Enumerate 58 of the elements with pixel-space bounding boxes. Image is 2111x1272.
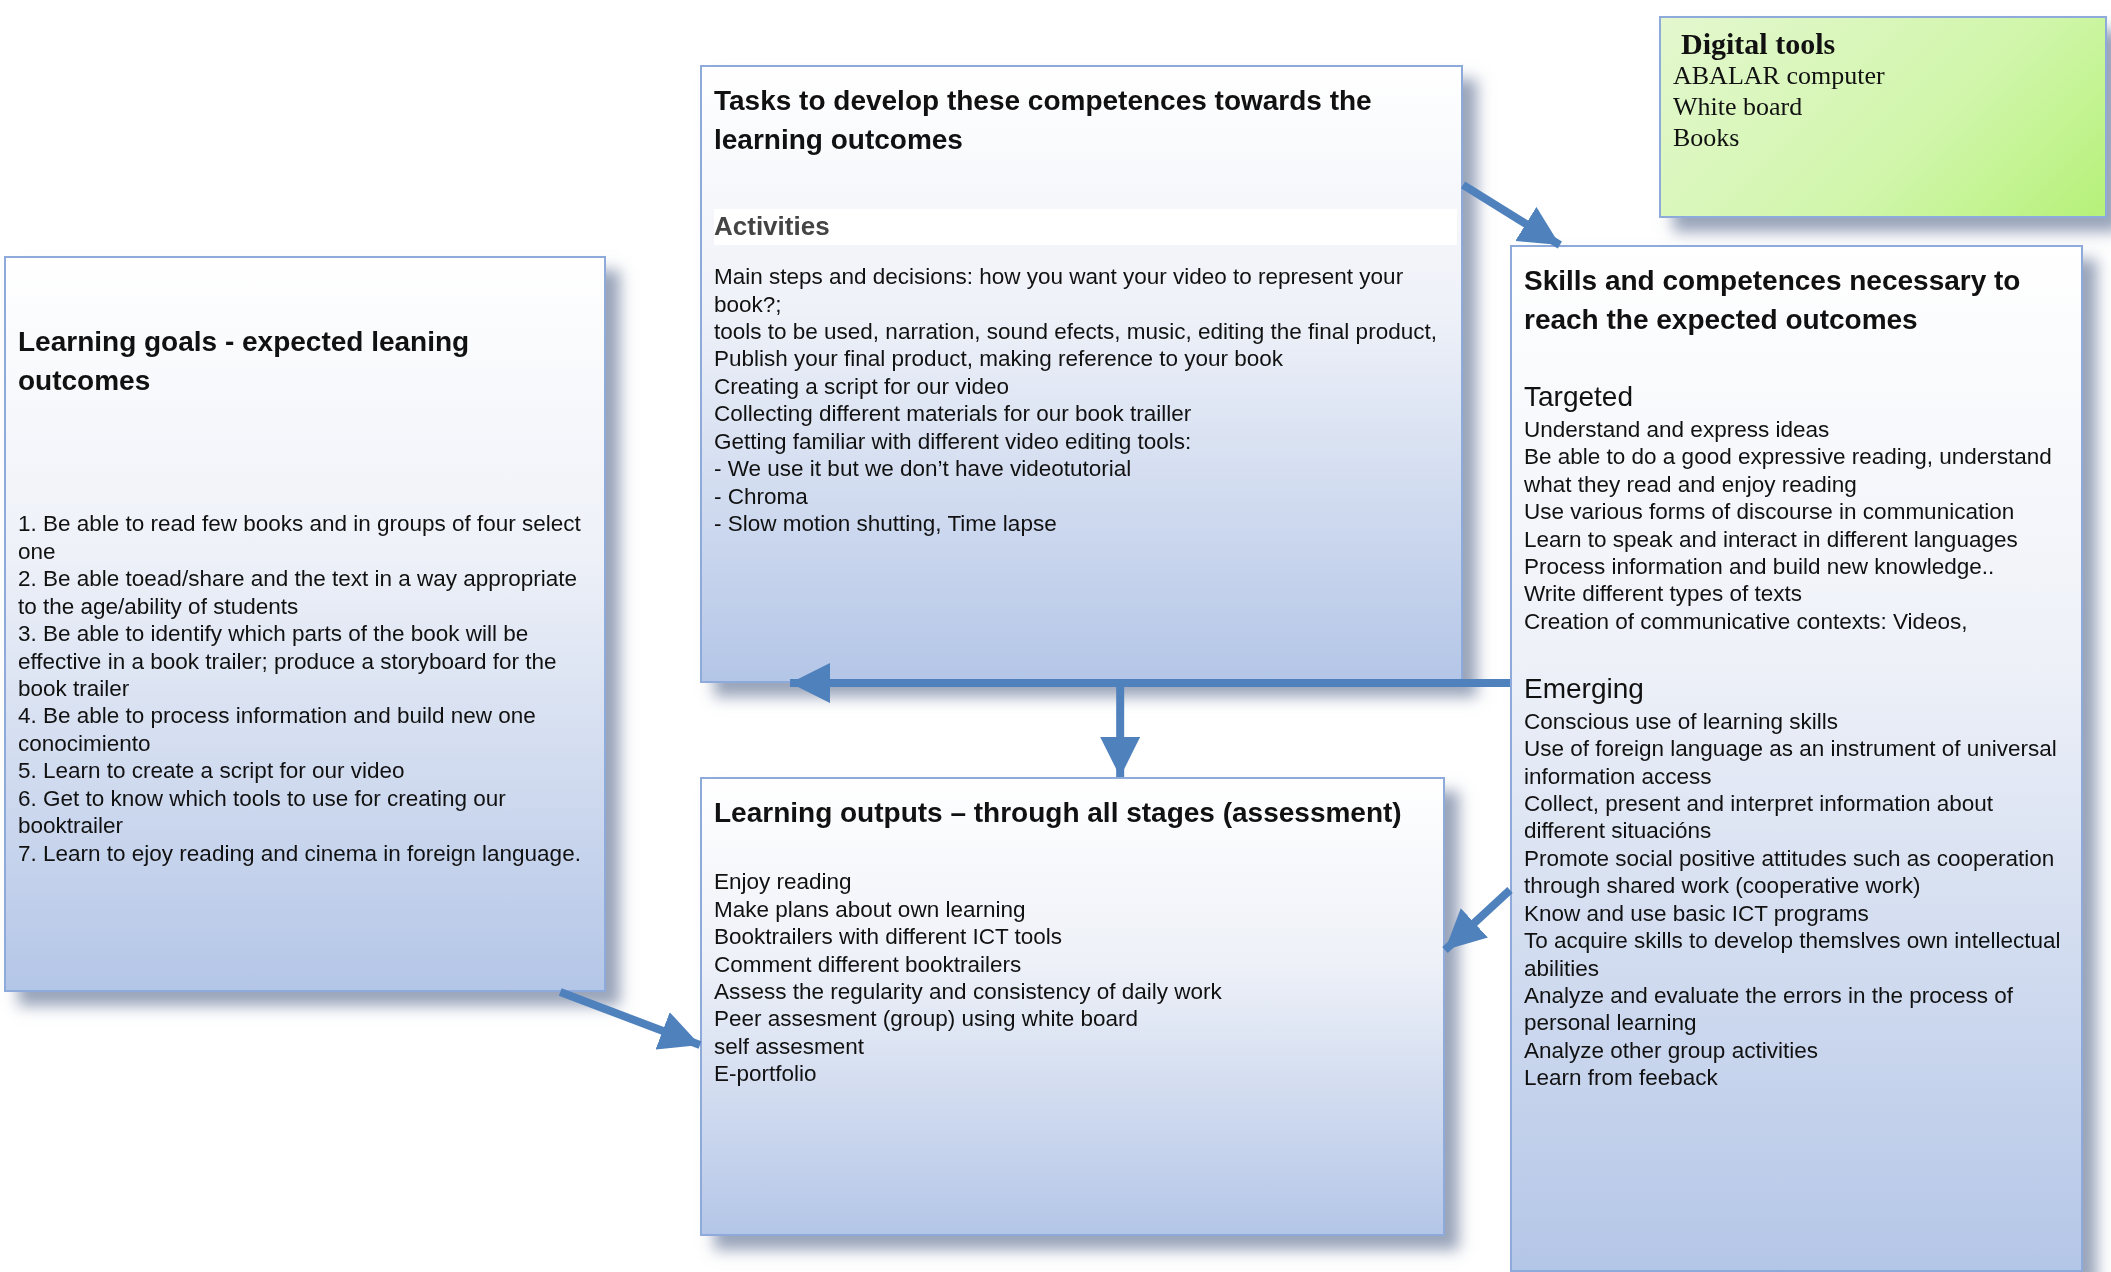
list-item: 5. Learn to create a script for our video — [18, 757, 406, 785]
list-item: 1. Be able to read few books and in groups of four select one — [18, 510, 582, 566]
list-item: 6. Get to know which tools to use for creating our booktrailer — [18, 784, 507, 840]
list-item: Write different types of texts — [1524, 580, 1804, 608]
subheading: Emerging — [1524, 672, 1645, 707]
list-item: Make plans about own learning — [714, 895, 1027, 924]
section-heading: Activities — [714, 209, 1457, 246]
list-item: - Slow motion shutting, Time lapse — [714, 510, 1058, 538]
list-item: To acquire skills to develop themslves own intellectual abilities — [1524, 927, 2062, 983]
list-item: Enjoy reading — [714, 868, 853, 896]
list-item: Creation of communicative contexts: Videos, — [1524, 607, 1969, 636]
list-item: self assesment — [714, 1032, 866, 1061]
list-item: ABALAR computer — [1673, 61, 1886, 93]
list-item: Use of foreign language as an instrument of universal information access — [1524, 735, 2058, 790]
text-box — [1659, 16, 2107, 218]
list-item: - Chroma — [714, 482, 809, 511]
list-item: Use various forms of discourse in communication — [1524, 498, 2016, 526]
heading: Learning outputs – through all stages (assessment) — [714, 796, 1403, 830]
list-item: Comment different booktrailers — [714, 950, 1023, 978]
list-item: Collect, present and interpret information about different situacións — [1524, 789, 1995, 845]
list-item: Analyze other group activities — [1524, 1036, 1819, 1065]
arrow — [558, 988, 702, 1050]
list-item: 3. Be able to identify which parts of the book will be effective in a book trailer; produce a storyboard for the book trailer — [18, 620, 558, 703]
list-item: Be able to do a good expressive reading, understand what they read and enjoy reading — [1524, 443, 2053, 499]
list-item: Conscious use of learning skills — [1524, 707, 1839, 736]
text-box — [1510, 245, 2083, 1272]
list-item: Books — [1673, 122, 1741, 154]
list-item: - We use it but we don’t have videotutorial — [714, 455, 1133, 483]
heading: Digital tools — [1680, 26, 1837, 62]
list-item: Understand and express ideas — [1524, 415, 1831, 444]
list-item: Assess the regularity and consistency of daily work — [714, 977, 1223, 1006]
list-item: Analyze and evaluate the errors in the process of personal learning — [1524, 982, 2015, 1037]
arrow — [1460, 181, 1562, 249]
list-item: Learn to speak and interact in different languages — [1524, 525, 2019, 553]
subheading: Targeted — [1524, 380, 1634, 415]
text-box — [700, 777, 1445, 1236]
list-item: Main steps and decisions: how you want your video to represent your book?; — [714, 263, 1405, 318]
list-item: tools to be used, narration, sound efects, music, editing the final product, Publish your final product, making reference to your book — [714, 317, 1438, 373]
list-item: Peer assesment (group) using white board — [714, 1005, 1139, 1033]
list-item: 2. Be able toead/share and the text in a way appropriate to the age/ability of students — [18, 565, 579, 621]
list-item: Learn from feeback — [1524, 1064, 1719, 1092]
list-item: Collecting different materials for our book trailler — [714, 400, 1193, 428]
list-item: Creating a script for our video — [714, 372, 1011, 401]
list-item: Booktrailers with different ICT tools — [714, 923, 1064, 951]
heading: Tasks to develop these competences towards the learning outcomes — [714, 84, 1373, 158]
list-item: 4. Be able to process information and build new one conocimiento — [18, 702, 537, 758]
list-item: 7. Learn to ejoy reading and cinema in foreign language. — [18, 839, 582, 868]
text-box — [700, 65, 1463, 683]
list-item: Getting familiar with different video editing tools: — [714, 427, 1193, 456]
arrow — [1442, 887, 1513, 953]
heading: Skills and competences necessary to reach the expected outcomes — [1524, 264, 2022, 338]
heading: Learning goals - expected leaning outcomes — [18, 325, 471, 399]
text-box — [4, 256, 606, 992]
list-item: White board — [1673, 92, 1804, 123]
list-item: E-portfolio — [714, 1060, 818, 1088]
list-item: Know and use basic ICT programs — [1524, 899, 1870, 928]
list-item: Promote social positive attitudes such as cooperation through shared work (cooperative work) — [1524, 844, 2056, 900]
list-item: Process information and build new knowledge.. — [1524, 552, 1996, 581]
